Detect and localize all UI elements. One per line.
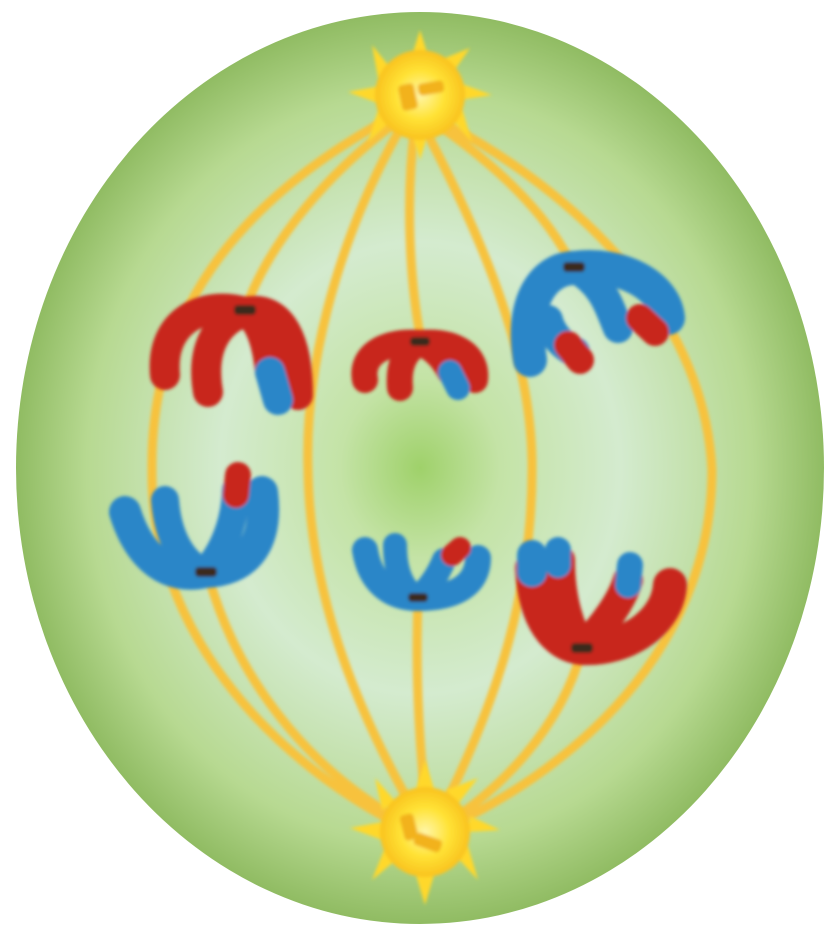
centromere [571, 643, 593, 653]
centromere [408, 593, 428, 602]
centromere [195, 567, 217, 577]
centromere [234, 305, 256, 315]
centromere [410, 337, 430, 346]
centromere [563, 262, 585, 272]
